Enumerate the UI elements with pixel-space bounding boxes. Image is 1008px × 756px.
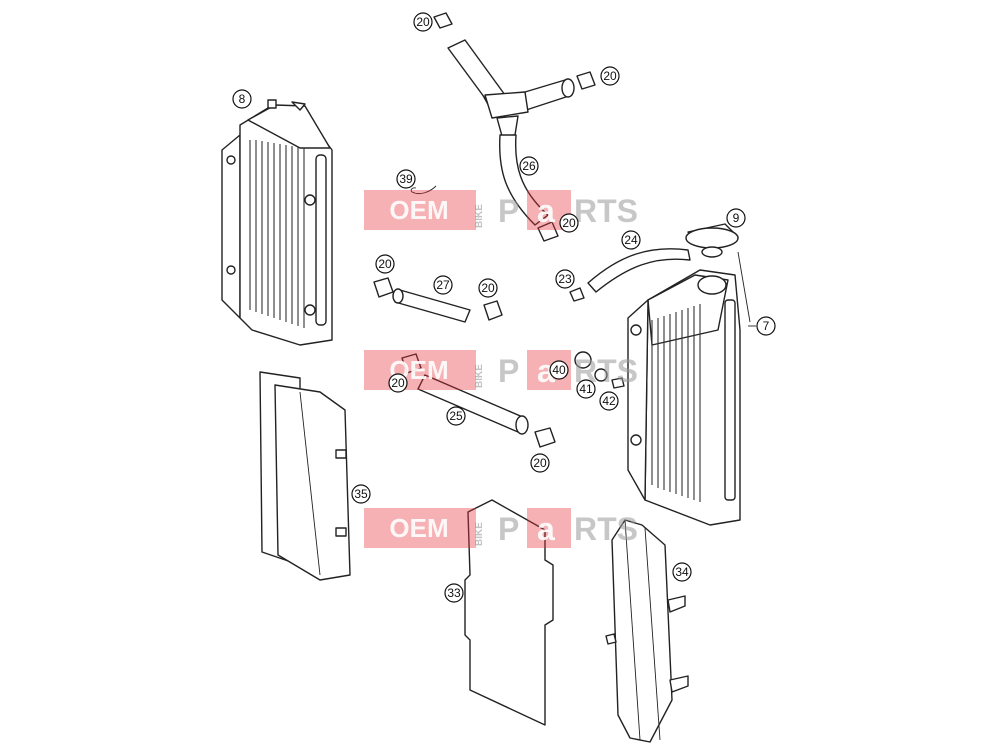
svg-text:27: 27 [436, 278, 450, 292]
callout[interactable]: 20 [388, 373, 408, 393]
svg-text:BIKE: BIKE [474, 364, 485, 388]
callout[interactable]: 33 [444, 583, 464, 603]
callout[interactable]: 20 [600, 66, 620, 86]
right-radiator [627, 223, 756, 526]
svg-text:9: 9 [733, 211, 740, 225]
watermark-lower: OEM BIKE P a RTS [364, 508, 638, 548]
svg-text:40: 40 [552, 363, 566, 377]
callout[interactable]: 24 [621, 230, 641, 250]
svg-text:20: 20 [603, 69, 617, 83]
callout[interactable]: 20 [478, 278, 498, 298]
callout[interactable]: 20 [413, 12, 433, 32]
washer-41 [594, 368, 608, 382]
callout[interactable]: 42 [599, 391, 619, 411]
callout[interactable]: 34 [672, 562, 692, 582]
svg-text:33: 33 [447, 586, 461, 600]
callout[interactable]: 7 [756, 316, 776, 336]
svg-text:a: a [537, 353, 555, 389]
louver-34 [605, 519, 689, 743]
svg-text:20: 20 [533, 456, 547, 470]
svg-text:20: 20 [416, 15, 430, 29]
callout[interactable]: 8 [232, 89, 252, 109]
svg-text:35: 35 [354, 487, 368, 501]
callout[interactable]: 26 [519, 156, 539, 176]
callout[interactable]: 27 [433, 275, 453, 295]
svg-text:P: P [498, 353, 519, 389]
svg-text:RTS: RTS [574, 511, 638, 547]
callout[interactable]: 39 [396, 169, 416, 189]
svg-text:BIKE: BIKE [474, 204, 485, 228]
watermark-middle: OEM BIKE P a RTS [364, 350, 638, 390]
hose-24 [569, 248, 691, 302]
svg-text:8: 8 [239, 92, 246, 106]
svg-text:P: P [498, 193, 519, 229]
svg-text:OEM: OEM [389, 513, 448, 543]
svg-text:7: 7 [763, 319, 770, 333]
svg-text:25: 25 [449, 409, 463, 423]
callout[interactable]: 20 [530, 453, 550, 473]
callout[interactable]: 25 [446, 406, 466, 426]
svg-text:BIKE: BIKE [474, 522, 485, 546]
svg-text:RTS: RTS [574, 193, 638, 229]
svg-text:20: 20 [391, 376, 405, 390]
hose-25 [401, 353, 556, 448]
hose-27 [373, 277, 503, 323]
svg-text:20: 20 [562, 216, 576, 230]
watermark-brand-a: OEM [389, 195, 448, 225]
svg-text:34: 34 [675, 565, 689, 579]
svg-text:20: 20 [378, 257, 392, 271]
callout[interactable]: 41 [576, 379, 596, 399]
callout[interactable]: 35 [351, 484, 371, 504]
callout[interactable]: 9 [726, 208, 746, 228]
svg-text:a: a [537, 193, 555, 229]
callout[interactable]: 40 [549, 360, 569, 380]
svg-text:P: P [498, 511, 519, 547]
callout[interactable]: 20 [559, 213, 579, 233]
svg-text:24: 24 [624, 233, 638, 247]
callout[interactable]: 20 [375, 254, 395, 274]
bolt-42 [611, 377, 625, 389]
svg-text:20: 20 [481, 281, 495, 295]
grommet-40 [574, 351, 592, 369]
svg-text:42: 42 [602, 394, 616, 408]
svg-text:23: 23 [558, 272, 572, 286]
shroud-35 [259, 371, 351, 581]
svg-text:26: 26 [522, 159, 536, 173]
svg-text:41: 41 [579, 382, 593, 396]
svg-text:a: a [537, 511, 555, 547]
y-hose [433, 12, 596, 242]
clip-39 [410, 185, 437, 195]
callout[interactable]: 23 [555, 269, 575, 289]
left-radiator [221, 99, 333, 346]
watermark-upper: OEM BIKE P a RTS [364, 190, 638, 230]
mesh-33 [464, 499, 554, 726]
svg-text:39: 39 [399, 172, 413, 186]
